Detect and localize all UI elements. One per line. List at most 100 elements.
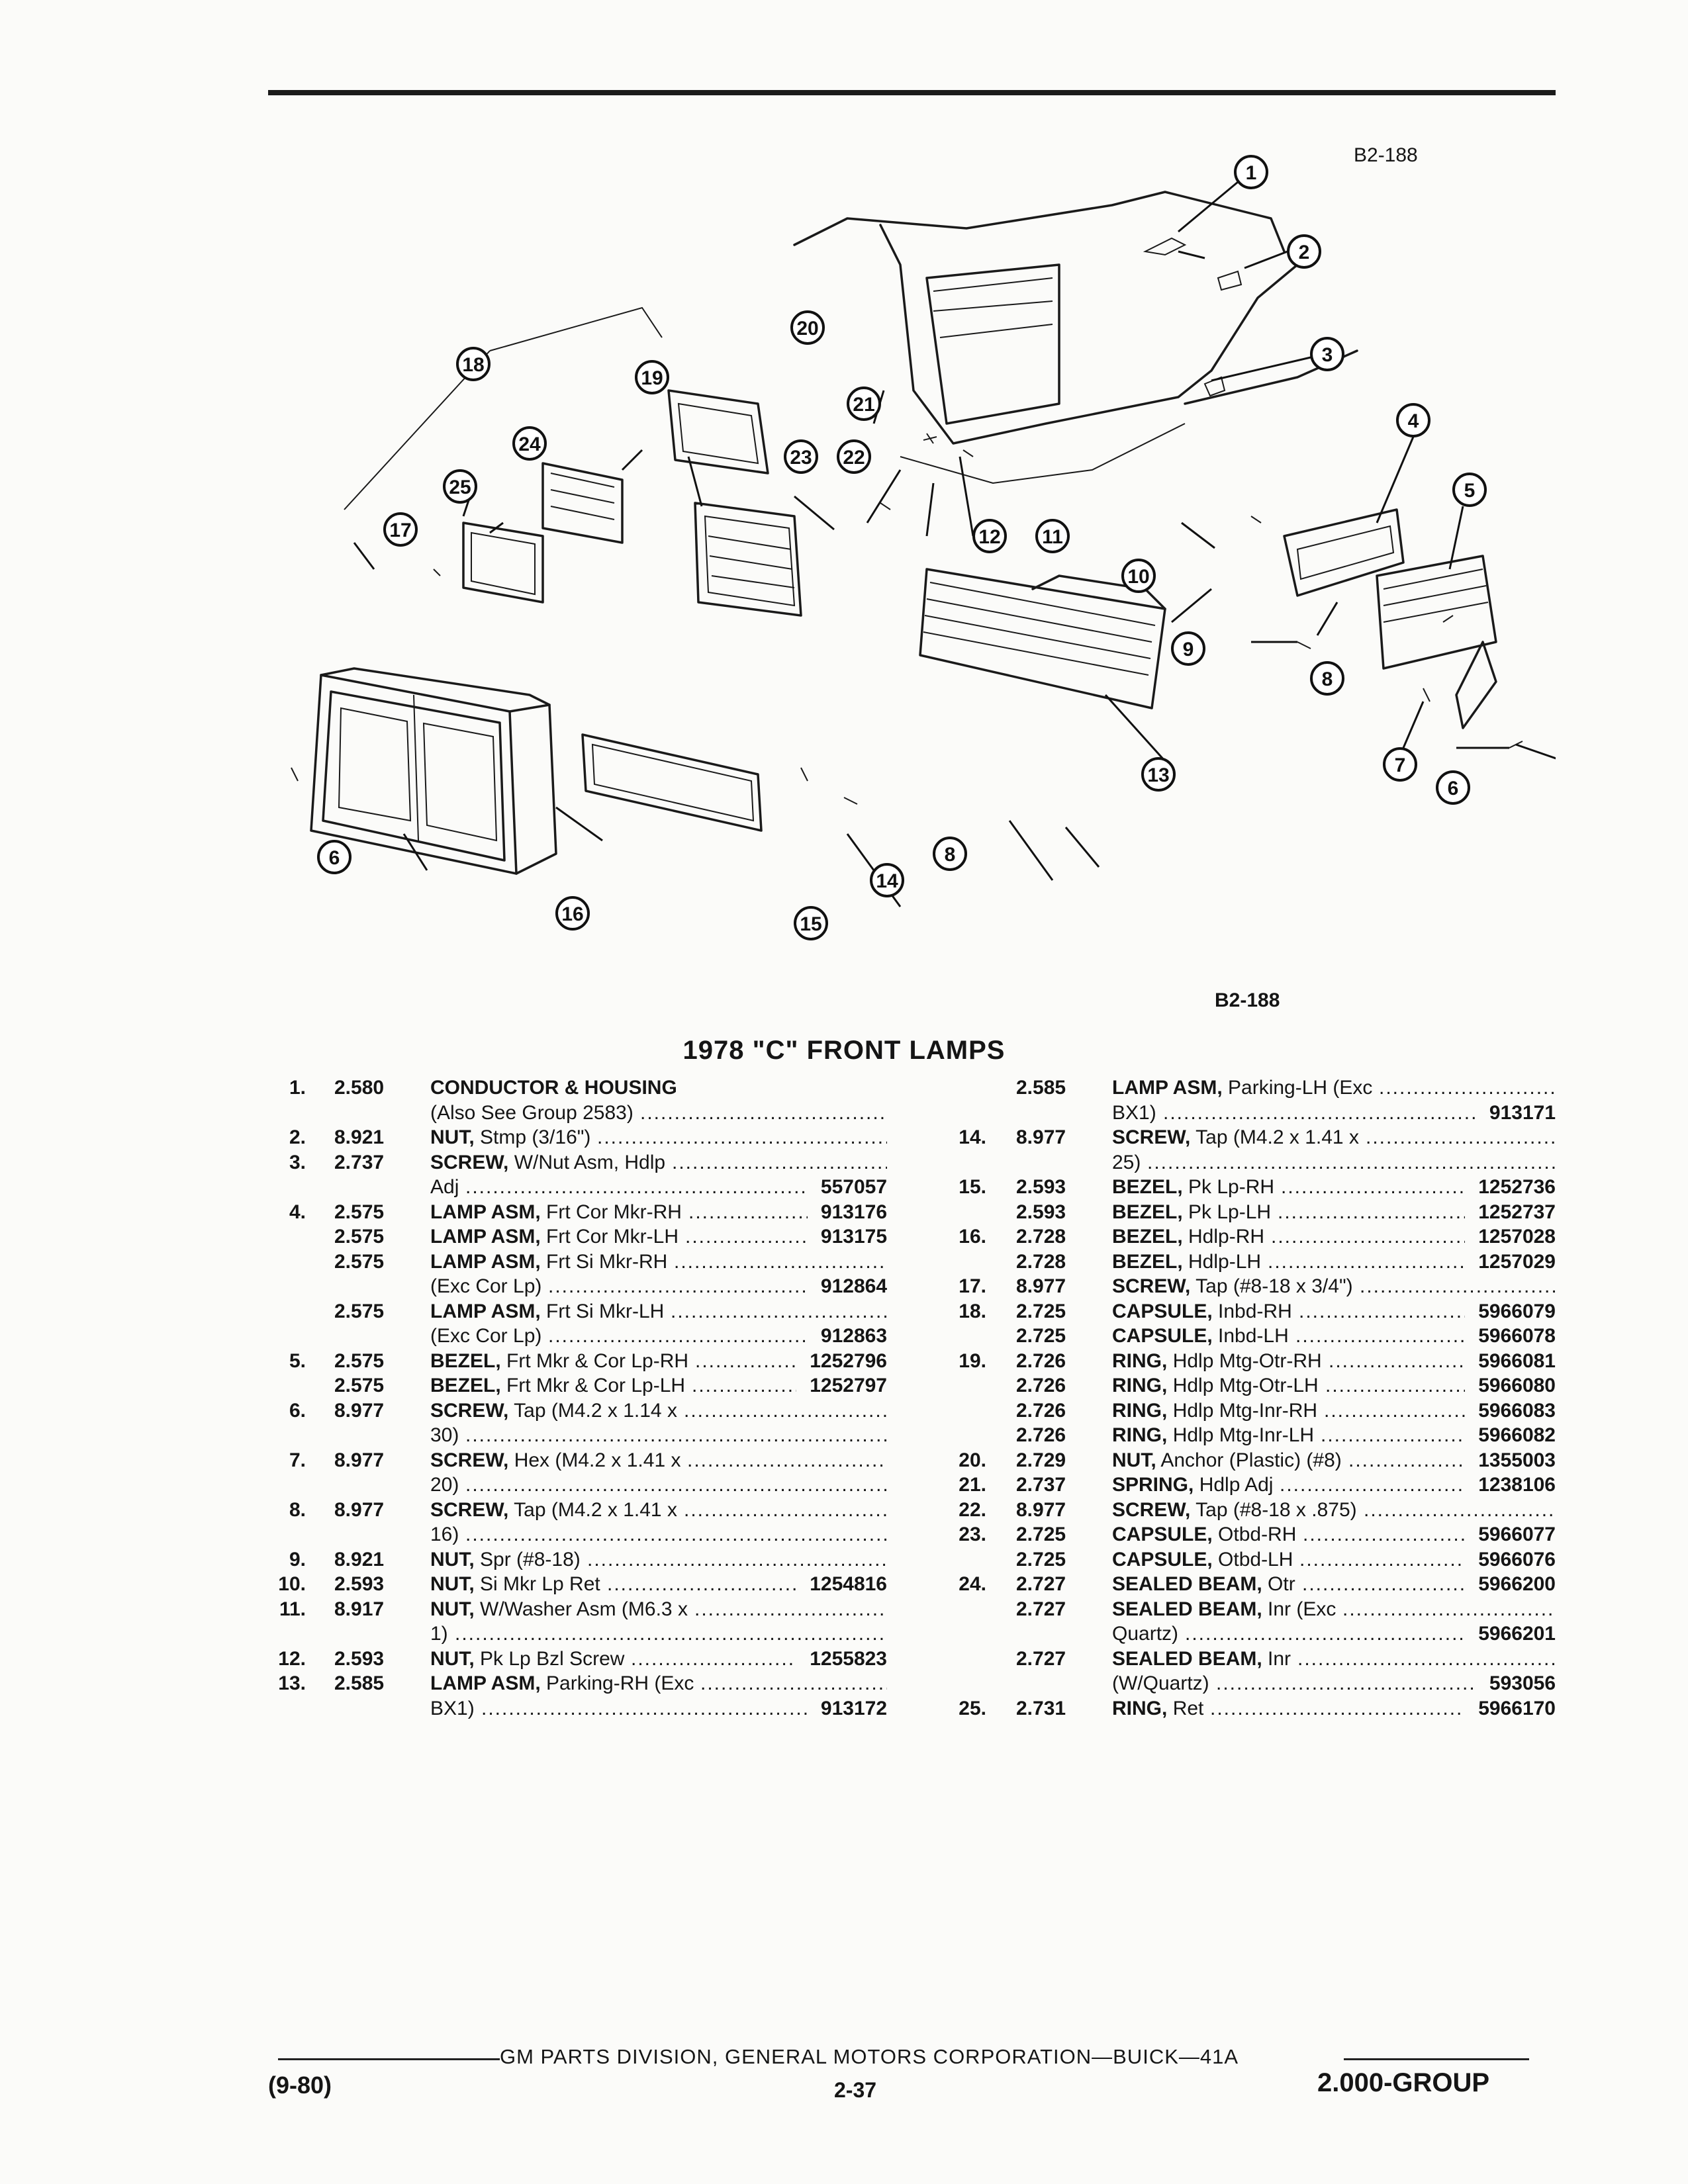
callout-23: 23 (784, 439, 818, 474)
item-number: 4. (289, 1201, 306, 1223)
part-name: RING, (1112, 1399, 1168, 1422)
part-name: NUT, (430, 1598, 475, 1620)
callout-8-bottom: 8 (933, 837, 967, 871)
callout-14: 14 (870, 863, 904, 897)
svg-text:18: 18 (462, 354, 484, 376)
part-name: SEALED BEAM, (1112, 1647, 1262, 1670)
part-description: (Exc Cor Lp) (430, 1274, 541, 1299)
item-number: 12. (278, 1647, 306, 1670)
group-number: 8.977 (1016, 1498, 1066, 1521)
dot-leader: ........................................… (1342, 1598, 1556, 1620)
part-description: LAMP ASM, Parking-RH (Exc (430, 1671, 694, 1696)
dot-leader: ........................................… (465, 1524, 887, 1545)
part-detail: (Exc Cor Lp) (430, 1325, 542, 1347)
dot-leader: ........................................… (1299, 1548, 1465, 1570)
callout-11: 11 (1035, 519, 1070, 553)
part-name: NUT, (1112, 1449, 1156, 1471)
part-detail: 20) (430, 1474, 459, 1496)
svg-text:4: 4 (1408, 410, 1419, 432)
item-number: 15. (959, 1176, 986, 1198)
part-description: BEZEL, Pk Lp-RH (1112, 1175, 1274, 1200)
part-detail: Frt Mkr & Cor Lp-RH (506, 1349, 689, 1372)
svg-text:22: 22 (843, 447, 865, 469)
part-detail: Frt Cor Mkr-LH (546, 1226, 679, 1248)
part-detail: (Exc Cor Lp) (430, 1275, 542, 1297)
svg-text:10: 10 (1127, 566, 1149, 588)
group-number: 2.731 (1016, 1697, 1066, 1719)
part-number: 5966083 (1478, 1399, 1556, 1422)
group-number: 2.575 (334, 1375, 385, 1396)
group-number: 2.727 (1016, 1573, 1066, 1595)
item-number: 2. (289, 1126, 306, 1148)
group-number: 2.593 (1016, 1201, 1066, 1223)
group-number: 2.575 (334, 1300, 385, 1322)
callout-25: 25 (443, 469, 477, 504)
parts-row: 25).....................................… (940, 1150, 1556, 1175)
callout-22: 22 (837, 439, 871, 474)
part-detail: 1) (430, 1623, 448, 1645)
part-detail: Pk Lp-LH (1188, 1201, 1272, 1223)
part-name: BEZEL, (430, 1375, 501, 1396)
svg-text:8: 8 (945, 844, 956, 866)
part-name: BEZEL, (1112, 1201, 1183, 1223)
dot-leader: ........................................… (455, 1623, 887, 1645)
parts-row: 1)......................................… (265, 1621, 887, 1647)
page-number: 2-37 (834, 2078, 877, 2102)
callout-17: 17 (383, 512, 418, 547)
part-description: LAMP ASM, Frt Cor Mkr-RH (430, 1200, 682, 1225)
part-description: SCREW, W/Nut Asm, Hdlp (430, 1150, 665, 1175)
part-description: RING, Ret (1112, 1696, 1203, 1721)
part-description: RING, Hdlp Mtg-Inr-RH (1112, 1398, 1317, 1424)
part-description: 25) (1112, 1150, 1141, 1175)
part-detail: Parking-RH (Exc (546, 1672, 694, 1694)
part-number: 5966082 (1478, 1424, 1556, 1446)
part-description: CONDUCTOR & HOUSING (430, 1075, 677, 1101)
callout-3: 3 (1310, 337, 1344, 371)
part-name: SEALED BEAM, (1112, 1573, 1262, 1595)
part-name: RING, (1112, 1375, 1168, 1396)
part-name: CAPSULE, (1112, 1524, 1213, 1545)
part-detail: Frt Cor Mkr-RH (546, 1201, 682, 1223)
group-number: 2.729 (1016, 1449, 1066, 1471)
item-number: 17. (959, 1275, 986, 1297)
part-detail: Inbd-LH (1218, 1325, 1289, 1347)
svg-text:5: 5 (1464, 480, 1476, 502)
dot-leader: ........................................… (672, 1151, 887, 1173)
part-number: 5966076 (1478, 1548, 1556, 1570)
part-number: 913171 (1489, 1101, 1556, 1124)
svg-text:16: 16 (561, 903, 583, 925)
dot-leader: ........................................… (1163, 1101, 1476, 1124)
part-detail: Ret (1172, 1697, 1204, 1719)
part-detail: Inbd-RH (1218, 1300, 1292, 1322)
dot-leader: ........................................… (685, 1226, 808, 1248)
item-number: 18. (959, 1300, 986, 1322)
part-number: 1252797 (810, 1375, 887, 1396)
part-detail: Tap (#8-18 x 3/4") (1196, 1275, 1353, 1297)
part-name: BEZEL, (430, 1349, 501, 1372)
part-detail: 16) (430, 1524, 459, 1545)
dot-leader: ........................................… (694, 1598, 887, 1620)
parts-row: (Also See Group 2583)...................… (265, 1101, 887, 1126)
dot-leader: ........................................… (1210, 1697, 1465, 1719)
part-description: RING, Hdlp Mtg-Inr-LH (1112, 1423, 1314, 1448)
part-detail: BX1) (1112, 1101, 1156, 1124)
item-number: 13. (278, 1672, 306, 1694)
item-number: 9. (289, 1548, 306, 1570)
headlamp-bezel (310, 667, 557, 875)
parking-lamp (919, 568, 1166, 709)
dot-leader: ........................................… (607, 1573, 796, 1595)
callout-20: 20 (790, 310, 825, 345)
group-number: 2.593 (334, 1647, 385, 1670)
part-number: 5966200 (1478, 1573, 1556, 1595)
svg-text:9: 9 (1183, 639, 1194, 660)
group-number: 2.737 (1016, 1474, 1066, 1496)
item-number: 21. (959, 1474, 986, 1496)
dot-leader: ........................................… (1302, 1573, 1465, 1595)
